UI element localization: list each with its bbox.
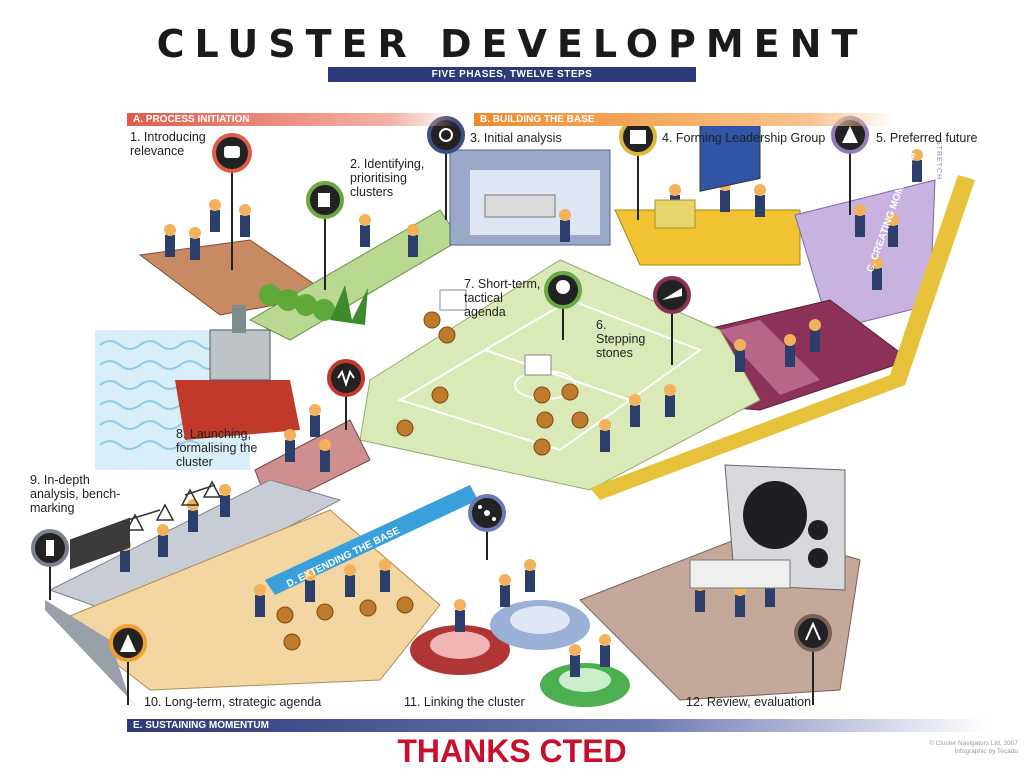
phase-e-label: E. SUSTAINING MOMENTUM xyxy=(127,719,987,732)
step-7-label: 7. Short-term, tactical agenda xyxy=(464,277,541,319)
step-9-label: 9. In-depth analysis, bench-marking xyxy=(30,473,121,515)
platform-step4 xyxy=(614,209,801,266)
credit-text: © Cluster Navigators Ltd, 2007 Infograph… xyxy=(908,740,1018,756)
step-6-label: 6. Stepping stones xyxy=(596,318,646,360)
extending-base-ribbon xyxy=(265,485,478,595)
step-8-label: 8. Launching, formalising the cluster xyxy=(176,427,258,469)
step-1-label: 1. Introducing relevance xyxy=(130,130,206,158)
step-10-label: 10. Long-term, strategic agenda xyxy=(144,695,322,709)
hoop-backboard-1 xyxy=(439,289,467,311)
linking-discs xyxy=(410,600,630,707)
basketballs xyxy=(276,311,589,651)
people-figures xyxy=(119,149,923,677)
phase-a-label: A. PROCESS INITIATION xyxy=(127,113,457,126)
boat-illustration xyxy=(175,305,300,440)
wave-signal-icon xyxy=(327,359,365,397)
subtitle-bar: FIVE PHASES, TWELVE STEPS xyxy=(328,67,696,82)
table-step12 xyxy=(689,559,791,589)
page-title: CLUSTER DEVELOPMENT xyxy=(156,22,868,66)
desk-step3 xyxy=(484,194,556,218)
step-11-label: 11. Linking the cluster xyxy=(404,695,525,709)
step-5-label: 5. Preferred future xyxy=(876,131,978,145)
plants xyxy=(259,284,368,325)
stairs xyxy=(720,320,820,395)
step-2-label: 2. Identifying, prioritising clusters xyxy=(350,157,425,199)
step-12-label: 12. Review, evaluation xyxy=(686,695,812,709)
compass-icon xyxy=(794,614,832,652)
stretch-label: STRETCH xyxy=(935,140,942,181)
thanks-footer: THANKS CTED xyxy=(397,733,627,769)
signposts xyxy=(49,150,851,705)
credit-line-2: Infographic by Tecado xyxy=(954,748,1018,755)
step-4-label: 4. Forming Leadership Group xyxy=(662,131,826,145)
scales xyxy=(125,480,222,531)
phase-b-label: B. BUILDING THE BASE xyxy=(474,113,894,126)
credit-line-1: © Cluster Navigators Ltd, 2007 xyxy=(929,740,1018,747)
step-3-label: 3. Initial analysis xyxy=(470,131,562,145)
sofa xyxy=(654,199,696,229)
lab-bench xyxy=(70,517,130,570)
hoop-backboard-2 xyxy=(524,354,552,376)
